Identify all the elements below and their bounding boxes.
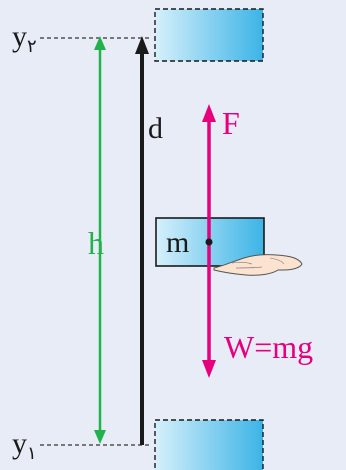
height-arrow [94,36,106,444]
displacement-label: d [148,112,163,145]
y2-label: y٢ [12,20,37,56]
hand-icon [213,254,303,276]
force-label: F [222,105,240,141]
height-label: h [88,225,104,261]
y1-label: y١ [12,427,37,463]
mass-label: m [166,226,189,259]
block-initial-position [154,419,264,470]
force-arrow [202,104,216,242]
displacement-arrow [135,36,149,445]
weight-arrow [202,242,216,378]
block-final-position [154,8,264,62]
center-of-mass-dot [205,238,213,246]
weight-label: W=mg [224,329,313,365]
